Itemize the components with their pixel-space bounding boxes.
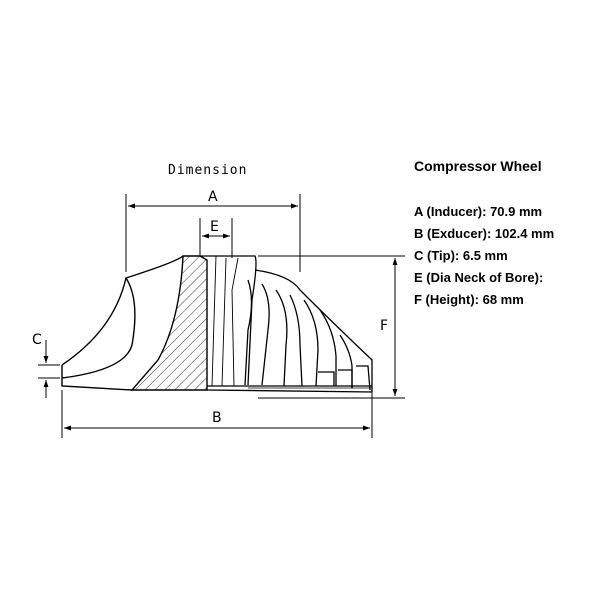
- backplate-left: [61, 365, 133, 391]
- label-a: A: [208, 189, 218, 205]
- spec-title: Compressor Wheel: [414, 158, 542, 174]
- blade: [319, 309, 337, 386]
- blade-inner-curve: [61, 277, 136, 379]
- nose-line: [231, 257, 239, 387]
- blade-tip: [356, 365, 371, 391]
- hub-nose: [200, 255, 257, 386]
- spec-line-inducer: A (Inducer): 70.9 mm: [414, 204, 543, 219]
- label-c: C: [32, 332, 42, 348]
- blade-tip: [318, 371, 335, 386]
- blade-contour-right: [254, 269, 373, 392]
- blade-contour-left: [61, 255, 184, 366]
- spec-line-neck-bore: E (Dia Neck of Bore):: [414, 270, 544, 285]
- nose-line: [211, 255, 217, 387]
- backplate-right: [206, 385, 373, 393]
- blade: [261, 283, 270, 386]
- blade: [303, 299, 319, 387]
- spec-line-exducer: B (Exducer): 102.4 mm: [414, 226, 555, 241]
- hub-cross-section: [130, 255, 208, 391]
- label-b: B: [212, 410, 222, 426]
- blade: [289, 294, 303, 387]
- spec-panel: Compressor Wheel A (Inducer): 70.9 mm B …: [414, 158, 594, 315]
- wheel-left-profile: [61, 255, 208, 391]
- blade: [244, 279, 253, 386]
- nose-line: [221, 257, 227, 387]
- blade: [339, 334, 353, 388]
- label-e: E: [210, 219, 219, 235]
- dimension-lines: [38, 194, 405, 438]
- wheel-right-profile: [200, 255, 373, 393]
- spec-line-tip: C (Tip): 6.5 mm: [414, 248, 508, 263]
- spec-line-height: F (Height): 68 mm: [414, 292, 524, 307]
- dimension-caption: Dimension: [168, 163, 247, 178]
- label-f: F: [380, 318, 388, 334]
- blade: [275, 289, 288, 387]
- blade-tip: [338, 369, 353, 388]
